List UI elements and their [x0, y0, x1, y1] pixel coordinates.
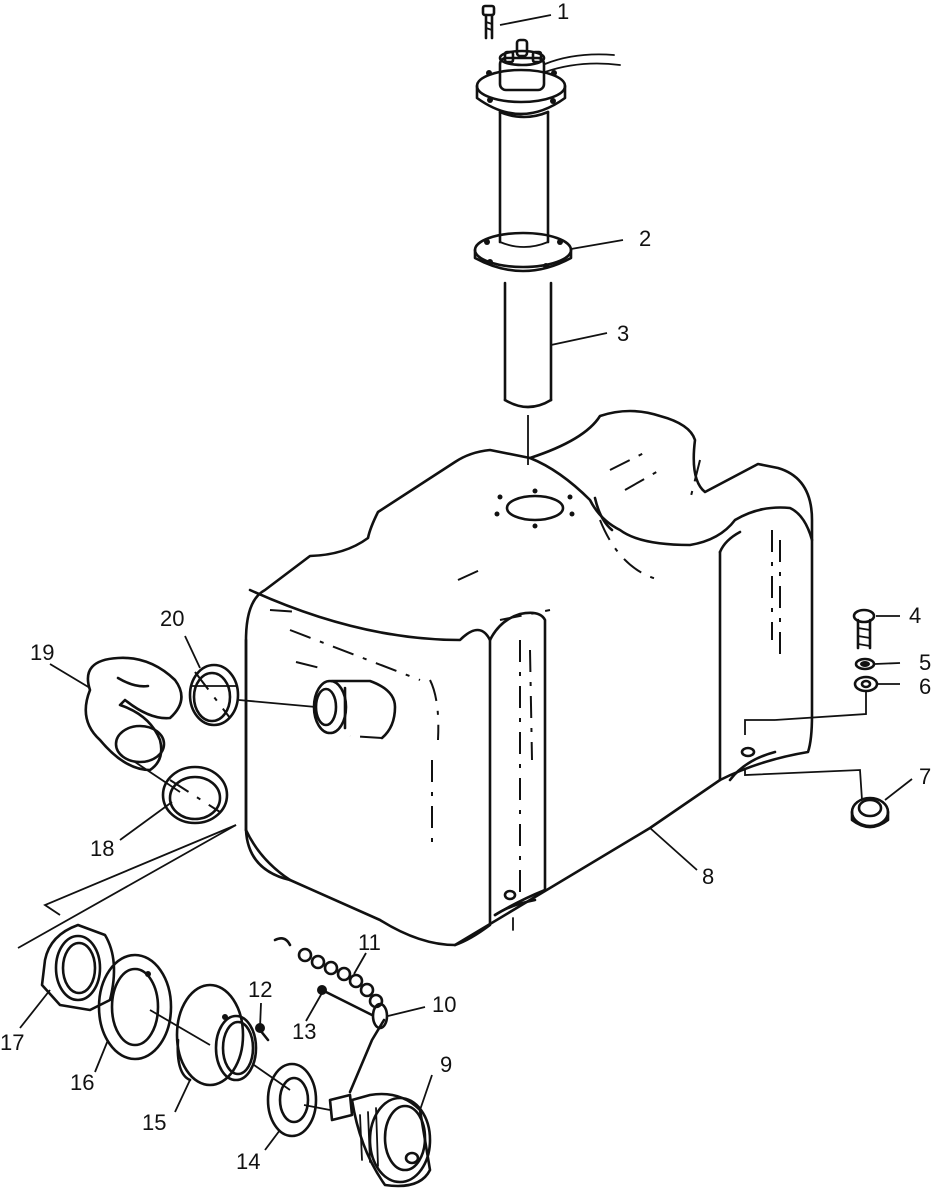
part-2-tube-flange	[473, 110, 573, 273]
callout-leaders	[19, 14, 913, 1151]
callout-8: 8	[702, 864, 714, 889]
callout-19: 19	[30, 640, 54, 665]
part-5-lock-washer	[854, 657, 876, 671]
part-17-nut	[40, 923, 116, 1012]
callout-11: 11	[358, 930, 381, 955]
part-12-screw	[255, 1023, 270, 1042]
part-9-filler-cap	[328, 1092, 432, 1188]
callout-4: 4	[909, 603, 921, 628]
callout-15: 15	[142, 1110, 166, 1135]
callout-2: 2	[639, 226, 651, 251]
callout-9: 9	[440, 1052, 452, 1077]
callout-17: 17	[0, 1030, 24, 1055]
callout-labels: 1 2 3 4 5 6 7 8 9 10 11 12 13 14 15 16 1…	[0, 0, 931, 1174]
callout-13: 13	[292, 1019, 316, 1044]
callout-12: 12	[248, 977, 272, 1002]
part-20-hose-clamp	[188, 663, 240, 727]
callout-1: 1	[557, 0, 569, 24]
callout-5: 5	[919, 650, 931, 675]
callout-14: 14	[236, 1149, 260, 1174]
callout-10: 10	[432, 992, 456, 1017]
part-1-bolt	[481, 4, 496, 40]
part-13-rivet	[317, 985, 374, 1017]
part-15-filler-neck	[175, 983, 258, 1087]
part-6-washer	[853, 675, 879, 693]
callout-3: 3	[617, 321, 629, 346]
part-8-fuel-tank	[244, 409, 814, 947]
sender-unit-head	[475, 38, 621, 116]
callout-16: 16	[70, 1070, 94, 1095]
part-18-hose-clamp	[161, 765, 229, 825]
part-4-bolt	[852, 608, 876, 650]
part-10-tether-ring	[348, 1002, 389, 1094]
part-16-gasket	[97, 953, 173, 1061]
part-19-elbow-hose	[84, 656, 183, 772]
assembly-lines	[17, 415, 867, 1111]
callout-6: 6	[919, 674, 931, 699]
part-7-grommet	[850, 796, 890, 829]
callout-7: 7	[919, 764, 931, 789]
part-14-o-ring	[266, 1062, 318, 1138]
part-3-lower-tube	[503, 281, 553, 409]
part-11-tether-chain	[273, 937, 384, 1009]
callout-20: 20	[160, 606, 184, 631]
callout-18: 18	[90, 836, 114, 861]
